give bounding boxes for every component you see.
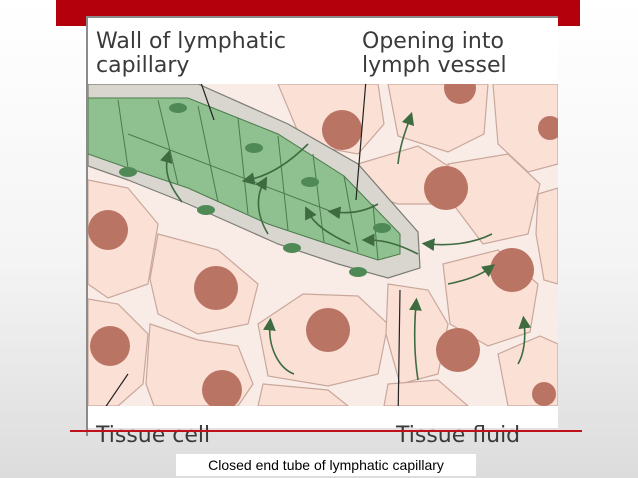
tissue-cell [535,187,558,285]
label-opening-into-lymph-vessel: Opening into lymph vessel [362,30,562,78]
flow-arrow [305,206,351,245]
leader-wall [200,84,215,121]
flow-arrows [160,111,532,381]
nucleus [194,266,238,310]
flow-arrow [397,111,415,165]
nucleus [424,166,468,210]
leader-tissue-fluid [397,289,401,406]
tissue-cell [383,379,469,406]
nucleus [490,248,534,292]
label-opening-line1: Opening into [362,29,504,54]
nucleus [444,84,476,104]
label-wall-of-lymphatic-capillary: Wall of lymphatic capillary [96,30,336,78]
nucleus [322,110,362,150]
tissue-cell [385,283,449,385]
flow-arrow [421,233,493,252]
lymphatic-capillary-diagram [88,84,558,406]
label-tissue-cell: Tissue cell [96,423,211,448]
nucleus [436,328,480,372]
nucleus [532,382,556,406]
label-wall-line1: Wall of lymphatic [96,29,287,54]
flow-arrow [361,233,419,255]
label-opening-line2: lymph vessel [362,53,507,78]
flow-arrow [255,176,269,235]
label-tissue-fluid: Tissue fluid [396,423,521,448]
flow-arrow [327,203,379,220]
nucleus [306,308,350,352]
figure-caption: Closed end tube of lymphatic capillary [176,454,476,476]
flow-arrow [263,317,295,375]
leader-tissue-cell [105,373,129,406]
nuclei [88,84,558,406]
capillary-nuclei [119,103,391,277]
flow-arrow [447,264,496,285]
nucleus [538,116,558,140]
capillary-cell-borders [117,99,379,261]
leader-lines [105,84,401,406]
nucleus [88,210,128,250]
frame-line-horizontal [86,16,558,18]
flow-arrow [517,315,532,365]
nucleus [202,370,242,406]
label-wall-line2: capillary [96,53,190,78]
frame-line-vertical [86,16,88,436]
tissue-cell [492,84,558,173]
red-divider-line [70,430,582,432]
flow-arrow [160,149,183,203]
flow-arrow [409,297,422,381]
tissue-cell [257,383,349,406]
nucleus [90,326,130,366]
flow-arrow [241,143,309,186]
leader-opening [355,84,367,201]
